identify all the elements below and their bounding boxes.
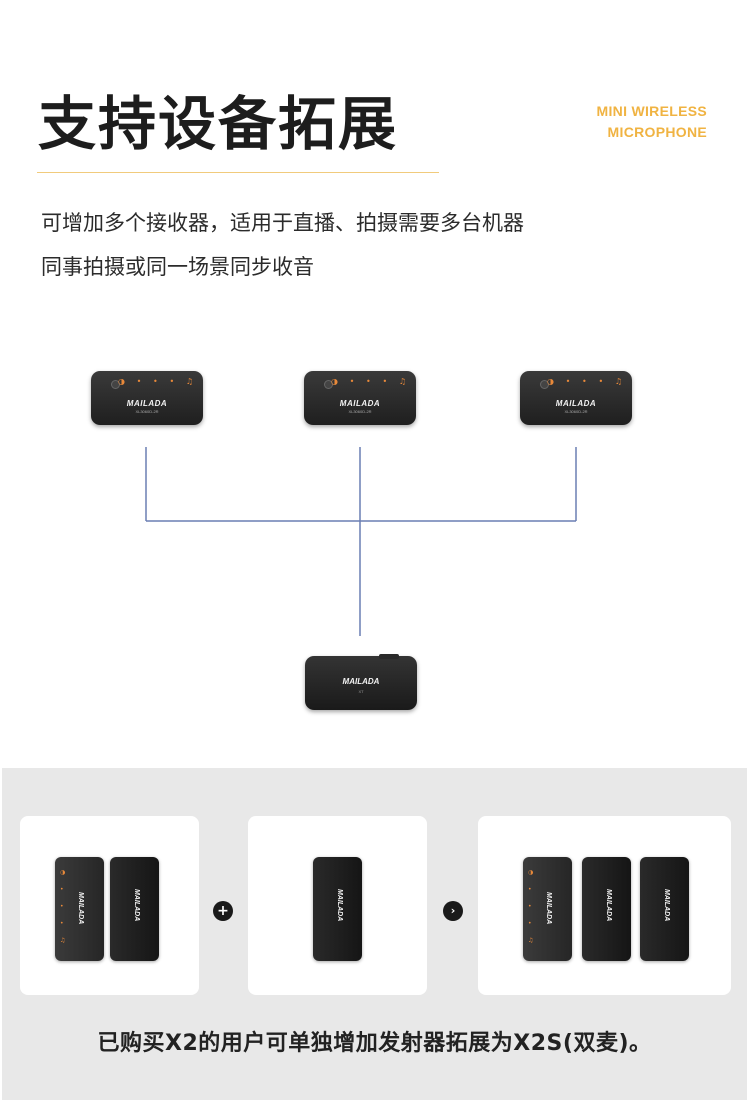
x2s-kit-card: ◑•••♫ MAILADA MAILADA MAILADA	[478, 816, 731, 995]
receiver-model: XL3060D-2R	[564, 409, 588, 414]
brand-line-2: MICROPHONE	[607, 124, 707, 140]
receiver-logo: MAILADA	[555, 399, 597, 408]
plus-icon: +	[213, 901, 233, 921]
arrow-right-icon: ›	[443, 901, 463, 921]
title-divider	[37, 172, 439, 173]
receiver-knob	[111, 380, 120, 389]
vertical-transmitter: MAILADA	[110, 857, 159, 961]
receiver-leds: ◑•••♫	[60, 869, 66, 944]
transmitter-logo: MAILADA	[663, 889, 670, 922]
brand-line-1: MINI WIRELESS	[596, 103, 707, 119]
receiver-device-2: ◑•••♫ MAILADA XL3060D-2R	[304, 371, 416, 425]
receiver-device-3: ◑•••♫ MAILADA XL3060D-2R	[520, 371, 632, 425]
vertical-transmitter: MAILADA	[582, 857, 631, 961]
receiver-model: XL3060D-2R	[135, 409, 159, 414]
vertical-transmitter: MAILADA	[313, 857, 362, 961]
vertical-receiver: ◑•••♫ MAILADA	[523, 857, 572, 961]
receiver-leds: ◑•••♫	[118, 377, 193, 386]
upgrade-section: ◑•••♫ MAILADA MAILADA + MAILADA › ◑•••♫ …	[2, 768, 747, 1100]
brand-tagline: MINI WIRELESS MICROPHONE	[597, 101, 707, 143]
transmitter-mic-notch	[379, 654, 399, 659]
transmitter-logo: MAILADA	[605, 889, 612, 922]
transmitter-logo: MAILADA	[133, 889, 140, 922]
receiver-knob	[540, 380, 549, 389]
transmitter-logo: MAILADA	[336, 889, 343, 922]
vertical-receiver: ◑•••♫ MAILADA	[55, 857, 104, 961]
receiver-device-1: ◑•••♫ MAILADA XL3060D-2R	[91, 371, 203, 425]
vertical-transmitter: MAILADA	[640, 857, 689, 961]
upgrade-caption: 已购买X2的用户可单独增加发射器拓展为X2S(双麦)。	[97, 1031, 652, 1056]
description-line-2: 同事拍摄或同一场景同步收音	[41, 255, 314, 279]
receiver-logo: MAILADA	[339, 399, 381, 408]
page-title: 支持设备拓展	[38, 90, 399, 158]
receiver-leds: ◑•••♫	[528, 869, 534, 944]
x2-kit-card: ◑•••♫ MAILADA MAILADA	[20, 816, 199, 995]
transmitter-logo: MAILADA	[342, 677, 380, 686]
receiver-knob	[324, 380, 333, 389]
transmitter-device: MAILADA XT	[305, 654, 417, 710]
receiver-logo: MAILADA	[545, 892, 552, 925]
receiver-leds: ◑•••♫	[547, 377, 622, 386]
receiver-leds: ◑•••♫	[331, 377, 406, 386]
receiver-model: XL3060D-2R	[348, 409, 372, 414]
transmitter-model: XT	[358, 689, 364, 694]
receiver-logo: MAILADA	[126, 399, 168, 408]
description-line-1: 可增加多个接收器，适用于直播、拍摄需要多台机器	[41, 211, 524, 235]
receiver-logo: MAILADA	[77, 892, 84, 925]
extra-transmitter-card: MAILADA	[248, 816, 427, 995]
